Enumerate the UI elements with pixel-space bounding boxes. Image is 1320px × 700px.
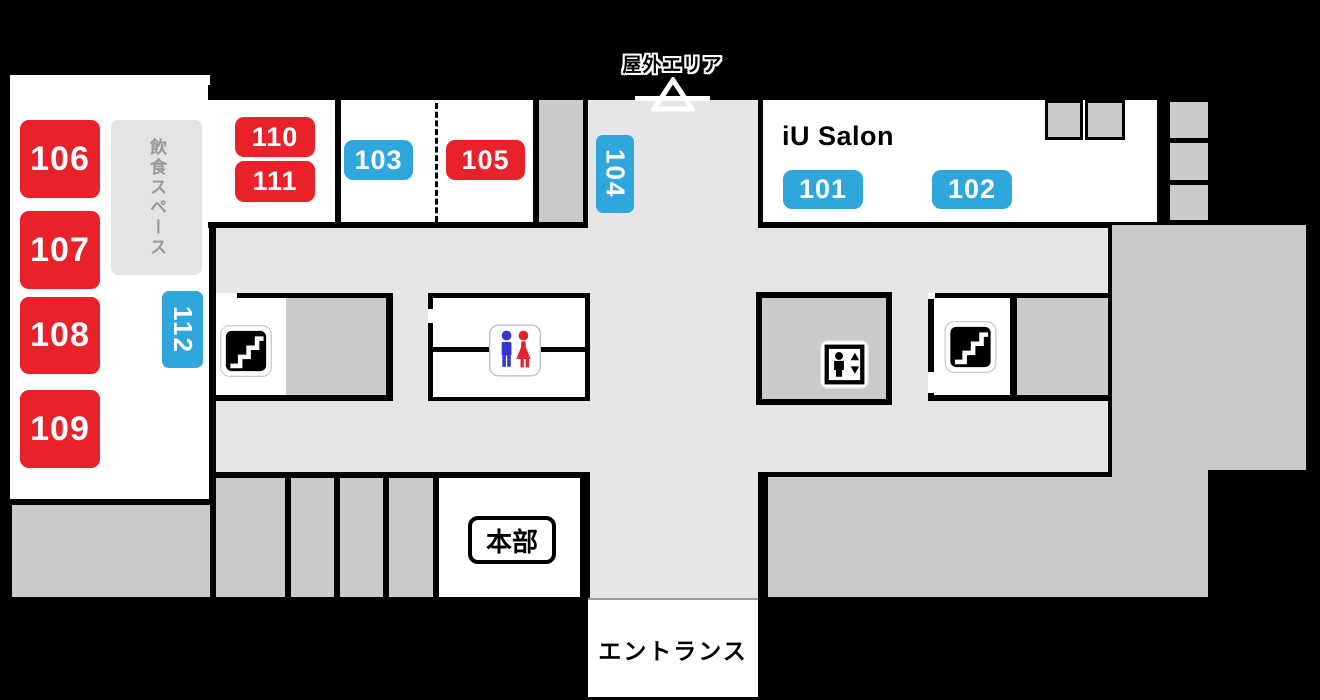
room-badge-105[interactable]: 105 (446, 140, 525, 180)
right-edge-cell (1170, 185, 1208, 220)
up-arrow-icon (651, 77, 695, 112)
wall (1157, 100, 1167, 222)
wall (1008, 222, 1167, 228)
hq-badge: 本部 (468, 516, 556, 564)
wall (363, 222, 533, 228)
wall (10, 499, 210, 505)
entrance-threshold (588, 598, 758, 600)
wall (758, 477, 768, 597)
right-edge-cell (1170, 143, 1208, 180)
right-block (1112, 225, 1306, 470)
outdoor-doorway (635, 96, 710, 101)
dashed-partition (435, 103, 438, 222)
right-edge-cell (1170, 102, 1208, 138)
bottom-cell (389, 478, 433, 597)
room-badge-111[interactable]: 111 (235, 161, 315, 202)
room-badge-102[interactable]: 102 (932, 170, 1012, 209)
wall (583, 100, 588, 228)
room-badge-110[interactable]: 110 (235, 117, 315, 157)
room-badge-109[interactable]: 109 (20, 390, 100, 468)
top-gray-block (539, 100, 583, 222)
stairs-icon (220, 325, 272, 377)
door-gap (216, 293, 237, 298)
wall (758, 100, 763, 228)
elevator-icon (820, 340, 869, 389)
room-badge-107[interactable]: 107 (20, 211, 100, 289)
wall (335, 100, 341, 222)
bottom-cell (340, 478, 383, 597)
stairs-room-right-block (1017, 298, 1108, 395)
bottom-left-block (12, 505, 210, 597)
south-corridor (590, 472, 758, 598)
bottom-cell (291, 478, 334, 597)
room-badge-106[interactable]: 106 (20, 120, 100, 198)
wall (533, 100, 539, 222)
door-gap (928, 372, 934, 393)
wall (533, 222, 588, 228)
salon-label: iU Salon (782, 121, 895, 151)
door-gap (928, 293, 935, 299)
dining-space-label: 飲食スペース (147, 137, 166, 258)
salon-closet (1085, 100, 1125, 140)
room-badge-101[interactable]: 101 (783, 170, 863, 209)
entrance-label: エントランス (598, 638, 748, 664)
bottom-mid-block (762, 477, 1208, 597)
entrance-area: エントランス (588, 600, 758, 697)
salon-closet (1045, 100, 1083, 140)
wall (208, 222, 333, 228)
wall (208, 85, 1170, 100)
room-badge-112[interactable]: 112 (162, 291, 203, 368)
wall (758, 472, 1112, 477)
stairs-room-left-block (286, 298, 386, 395)
dining-space-box: 飲食スペース (111, 120, 202, 275)
room-badge-108[interactable]: 108 (20, 297, 100, 374)
room-badge-104[interactable]: 104 (596, 135, 634, 213)
toilet-icon (489, 324, 541, 377)
room-badge-103[interactable]: 103 (344, 140, 413, 180)
bottom-cell (216, 478, 285, 597)
outdoor-area-label: 屋外エリア (622, 55, 723, 76)
door-gap (428, 309, 433, 323)
stairs-icon (944, 321, 997, 373)
hq-label: 本部 (485, 526, 538, 557)
